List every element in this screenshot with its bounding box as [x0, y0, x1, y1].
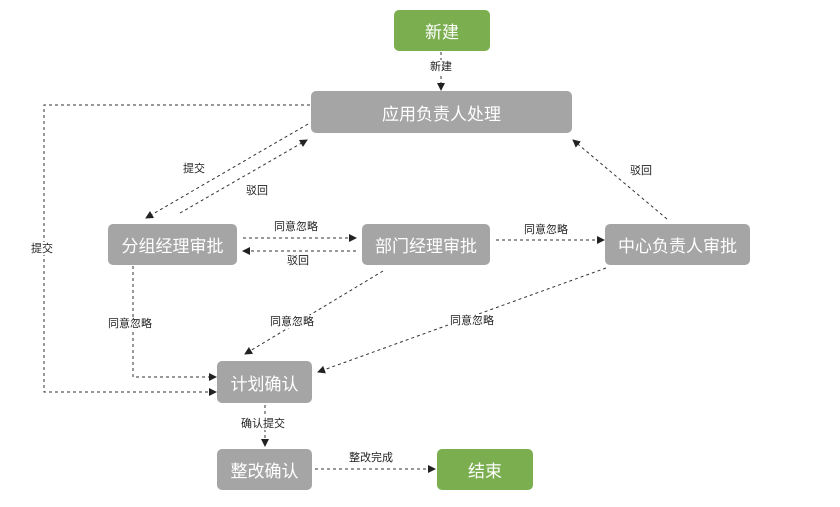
- edge-label-dept-to-center: 同意忽略: [524, 223, 568, 236]
- edge-label-confirm-submit: 确认提交: [241, 417, 285, 430]
- edge-label-submit-to-group: 提交: [183, 162, 205, 175]
- edge-group-mgr-to-plan-confirm: [132, 266, 217, 381]
- edge-label-dept-reject-group: 驳回: [287, 254, 309, 267]
- node-dept-manager-approve[interactable]: 部门经理审批: [362, 224, 490, 265]
- edge-dept-mgr-to-plan-confirm: [244, 270, 384, 355]
- edge-label-group-to-dept: 同意忽略: [274, 220, 318, 233]
- edge-label-dept-to-plan: 同意忽略: [270, 315, 314, 328]
- node-plan-confirm[interactable]: 计划确认: [217, 361, 312, 403]
- edge-label-new: 新建: [430, 60, 452, 73]
- edge-label-rectify-done: 整改完成: [349, 451, 393, 464]
- edge-app-owner-to-group-mgr: [145, 123, 309, 219]
- edge-center-owner-to-app-owner: [572, 139, 668, 220]
- node-center-owner-approve[interactable]: 中心负责人审批: [605, 224, 750, 265]
- edge-group-mgr-to-app-owner: [179, 139, 308, 214]
- edge-label-submit-to-plan: 提交: [31, 242, 53, 255]
- node-rectify-confirm[interactable]: 整改确认: [217, 449, 312, 490]
- edge-label-reject-from-center: 驳回: [630, 164, 652, 177]
- edge-label-group-to-plan: 同意忽略: [108, 317, 152, 330]
- edge-label-center-to-plan: 同意忽略: [450, 314, 494, 327]
- node-new[interactable]: 新建: [394, 10, 490, 51]
- node-group-manager-approve[interactable]: 分组经理审批: [108, 224, 237, 265]
- edge-label-reject-from-group: 驳回: [246, 184, 268, 197]
- node-app-owner-handle[interactable]: 应用负责人处理: [311, 91, 572, 133]
- node-end[interactable]: 结束: [437, 449, 533, 490]
